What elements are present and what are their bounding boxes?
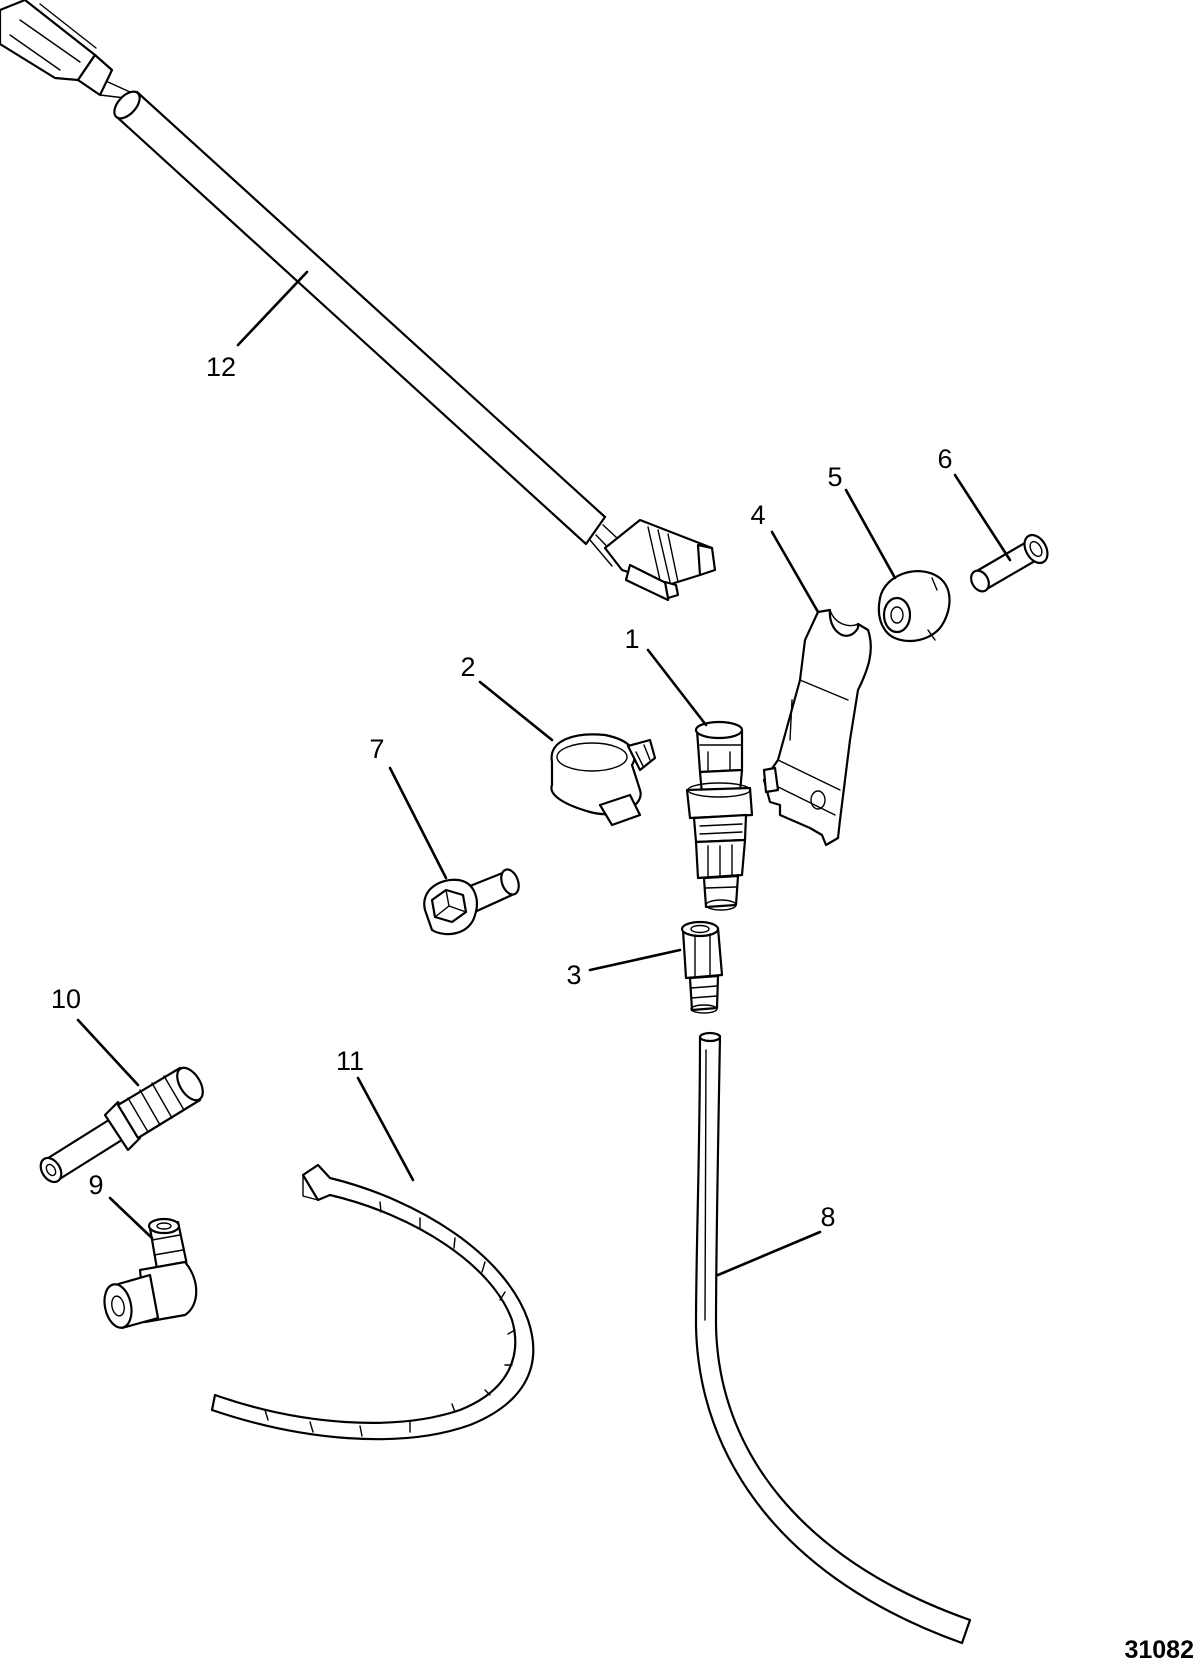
leader-line-3 bbox=[588, 948, 682, 972]
sleeve-part[interactable] bbox=[968, 531, 1053, 595]
bolt-part[interactable] bbox=[423, 867, 522, 936]
leader-line-5 bbox=[844, 488, 897, 580]
callout-labels: 1 2 3 4 5 6 7 8 9 10 11 12 bbox=[51, 352, 953, 1232]
leader-line-8 bbox=[716, 1230, 822, 1277]
leader-line-11 bbox=[356, 1076, 415, 1182]
callout-5: 5 bbox=[827, 462, 842, 492]
hose-barb-part[interactable] bbox=[36, 1063, 208, 1185]
leader-line-1 bbox=[646, 648, 708, 727]
leader-line-2 bbox=[478, 680, 554, 742]
leader-line-4 bbox=[770, 530, 820, 614]
hose-part[interactable] bbox=[694, 1031, 972, 1645]
leader-line-12 bbox=[236, 270, 309, 347]
leader-line-6 bbox=[953, 473, 1012, 562]
callout-6: 6 bbox=[937, 444, 952, 474]
callout-2: 2 bbox=[460, 652, 475, 682]
cable-tie-part[interactable] bbox=[210, 1163, 535, 1441]
callout-1: 1 bbox=[624, 624, 639, 654]
bracket-part[interactable] bbox=[762, 608, 872, 847]
callout-4: 4 bbox=[750, 500, 765, 530]
wiring-harness-part[interactable] bbox=[0, 0, 717, 602]
callout-9: 9 bbox=[88, 1170, 103, 1200]
pressure-sensor-part[interactable] bbox=[685, 720, 754, 911]
hose-clamp-part[interactable] bbox=[550, 733, 657, 827]
leader-line-9 bbox=[108, 1196, 154, 1240]
figure-number: 31082 bbox=[1124, 1636, 1194, 1664]
elbow-fitting-part[interactable] bbox=[101, 1217, 198, 1330]
callout-10: 10 bbox=[51, 984, 81, 1014]
fitting-part[interactable] bbox=[680, 920, 724, 1014]
callout-7: 7 bbox=[369, 734, 384, 764]
callout-3: 3 bbox=[566, 960, 581, 990]
leader-line-10 bbox=[76, 1018, 140, 1087]
callout-12: 12 bbox=[206, 352, 236, 382]
callout-8: 8 bbox=[820, 1202, 835, 1232]
leader-lines bbox=[76, 270, 1012, 1277]
callout-11: 11 bbox=[336, 1046, 364, 1076]
leader-line-7 bbox=[388, 766, 448, 880]
grommet-part[interactable] bbox=[877, 570, 951, 643]
